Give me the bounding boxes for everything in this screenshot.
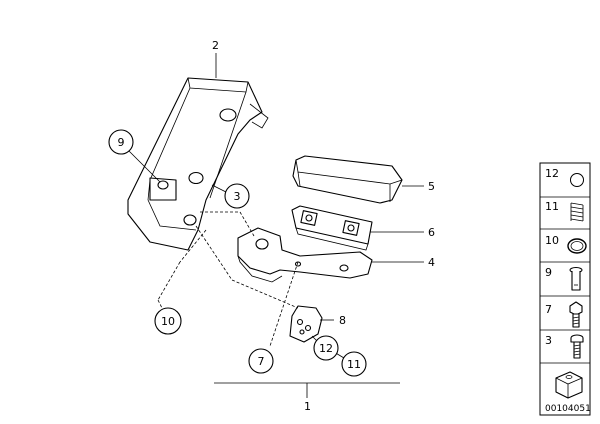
svg-text:6: 6: [428, 226, 435, 239]
legend-row-nut: 00104051: [545, 371, 591, 414]
svg-text:7: 7: [258, 355, 265, 368]
svg-text:5: 5: [428, 180, 435, 193]
pin-icon: [569, 267, 583, 291]
legend-row-9: 9: [545, 266, 583, 291]
bracket-part-2: [127, 77, 269, 251]
callout-12: 12: [313, 335, 339, 361]
footpeg-rubber-part-5: [292, 155, 403, 204]
o-ring-icon: [570, 173, 584, 187]
callout-6: 6: [428, 226, 435, 239]
spring-clip-icon: [567, 238, 587, 254]
svg-text:10: 10: [545, 234, 559, 247]
diagram-code: 00104051: [545, 404, 591, 414]
nut-block-icon: [555, 371, 583, 399]
callout-1: 1: [304, 400, 311, 413]
svg-text:4: 4: [428, 256, 435, 269]
legend-row-7: 7: [545, 301, 583, 328]
svg-text:9: 9: [118, 136, 125, 149]
footpeg-plate-part-6: [291, 205, 373, 251]
callout-4: 4: [428, 256, 435, 269]
callout-10: 10: [154, 307, 182, 335]
callout-3: 3: [224, 183, 250, 209]
hex-bolt-icon: [569, 301, 583, 328]
svg-text:12: 12: [319, 342, 333, 355]
svg-text:9: 9: [545, 266, 552, 279]
svg-text:1: 1: [304, 400, 311, 413]
callout-8: 8: [339, 314, 346, 327]
svg-text:3: 3: [545, 334, 552, 347]
callout-9: 9: [108, 129, 134, 155]
callout-11: 11: [341, 351, 367, 377]
svg-text:11: 11: [347, 358, 361, 371]
callout-7: 7: [248, 348, 274, 374]
legend-row-3: 3: [545, 334, 584, 359]
legend-row-12: 12: [545, 167, 584, 187]
svg-text:10: 10: [161, 315, 175, 328]
svg-text:3: 3: [234, 190, 241, 203]
svg-text:8: 8: [339, 314, 346, 327]
svg-text:12: 12: [545, 167, 559, 180]
clamp-part-8: [289, 305, 323, 343]
screw-icon: [570, 334, 584, 359]
svg-text:2: 2: [212, 39, 219, 52]
legend-panel: 12 11 10 9: [539, 162, 591, 416]
legend-row-10: 10: [545, 234, 587, 254]
svg-text:11: 11: [545, 200, 559, 213]
legend-row-11: 11: [545, 200, 584, 222]
spring-icon: [570, 202, 584, 222]
callout-5: 5: [428, 180, 435, 193]
callout-2: 2: [212, 39, 219, 52]
svg-text:7: 7: [545, 303, 552, 316]
footpeg-arm-part-4: [237, 227, 373, 283]
